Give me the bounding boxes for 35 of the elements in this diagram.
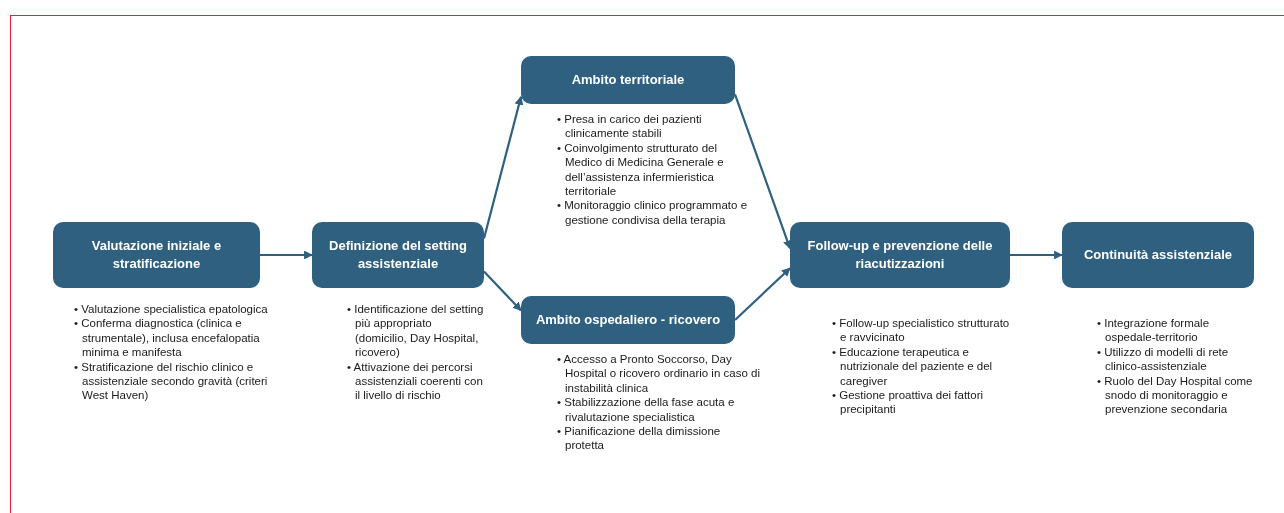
process-box: [790, 222, 1010, 288]
bullet-item: • Educazione terapeutica e nutrizionale del paziente e del caregiver: [832, 344, 994, 388]
bullet-item: • Attivazione dei percorsi assistenziali coerenti con il livello di rischio: [347, 359, 484, 403]
bullet-item: • Follow-up specialistico strutturato e ravvicinato: [832, 316, 1010, 345]
bullet-item: • Stratificazione del rischio clinico e assistenziale secondo gravità (criteri West Haven): [74, 359, 269, 403]
box-title: Definizione del setting assistenziale: [328, 237, 468, 273]
bullet-item: • Identificazione del setting più appropriato (domicilio, Day Hospital, ricovero): [347, 302, 485, 360]
box-title: Continuità assistenziale: [1083, 246, 1233, 264]
bullet-item: • Valutazione specialistica epatologica: [74, 302, 269, 317]
arrow: [734, 267, 791, 321]
bullet-item: • Ruolo del Day Hospital come snodo di monitoraggio e prevenzione secondaria: [1097, 373, 1254, 417]
box-title: Ambito territoriale: [571, 71, 685, 89]
bullet-item: • Monitoraggio clinico programmato e gestione condivisa della terapia: [557, 198, 749, 227]
bullet-item: • Presa in carico dei pazienti clinicamente stabili: [557, 112, 703, 141]
box-title: Follow-up e prevenzione delle riacutizzazioni: [806, 237, 994, 273]
arrow: [1010, 250, 1063, 260]
bullet-item: • Stabilizzazione della fase acuta e rivalutazione specialistica: [557, 395, 736, 424]
box-title: Ambito ospedaliero - ricovero: [535, 311, 721, 329]
arrow: [483, 270, 522, 312]
bullet-item: • Pianificazione della dimissione protetta: [557, 423, 722, 453]
bullet-item: • Conferma diagnostica (clinica e strumentale), inclusa encefalopatia minima e manifesta: [74, 316, 261, 360]
process-box: [521, 296, 735, 344]
bullet-item: • Integrazione formale ospedale-territorio: [1097, 316, 1211, 345]
bullet-item: • Utilizzo di modelli di rete clinico-assistenziale: [1097, 344, 1230, 374]
process-box: [312, 222, 484, 288]
process-box: [521, 56, 735, 104]
bullet-item: • Accesso a Pronto Soccorso, Day Hospital o ricovero ordinario in caso di instabilità clinica: [557, 352, 760, 396]
arrow: [733, 94, 792, 250]
arrow: [260, 250, 313, 260]
bullet-item: • Coinvolgimento strutturato del Medico di Medicina Generale e dell’assistenza infermieristica territoriale: [557, 140, 725, 199]
process-box: [1062, 222, 1254, 288]
box-title: Valutazione iniziale e stratificazione: [90, 237, 223, 273]
arrow: [482, 95, 524, 239]
bullet-item: • Gestione proattiva dei fattori precipitanti: [832, 387, 985, 417]
process-box: [53, 222, 260, 288]
